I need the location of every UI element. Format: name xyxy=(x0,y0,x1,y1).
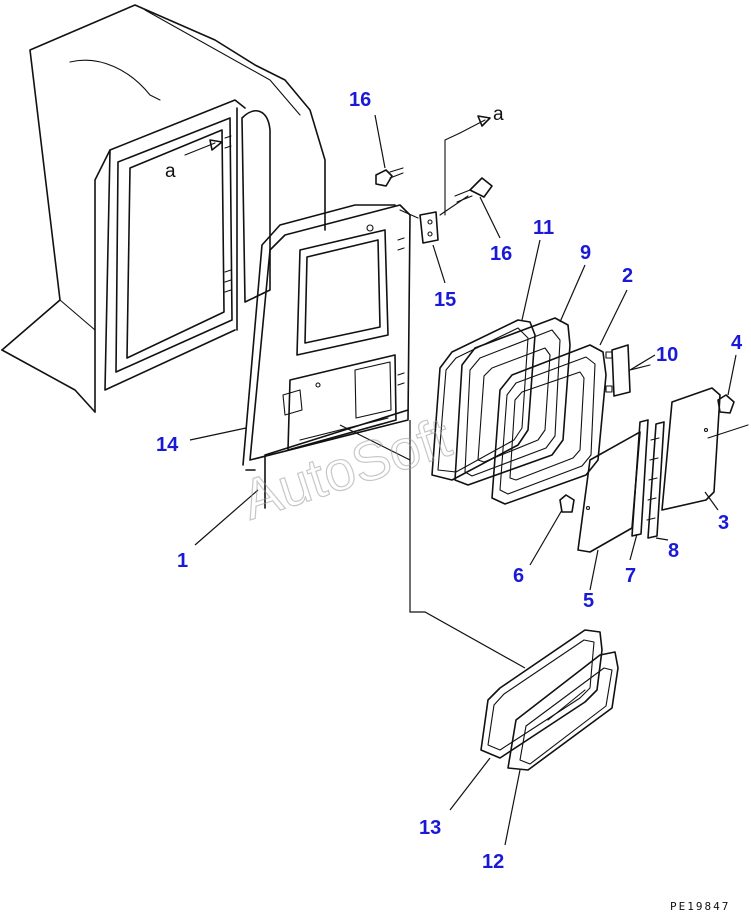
callout-15: 15 xyxy=(434,289,456,311)
callout-6: 6 xyxy=(513,565,524,587)
cab-body xyxy=(1,4,326,413)
callout-14: 14 xyxy=(156,434,179,456)
callout-16-top: 16 xyxy=(349,89,371,111)
callout-16-bottom: 16 xyxy=(490,243,512,265)
callout-10: 10 xyxy=(656,344,678,366)
rails xyxy=(631,419,665,539)
callout-5: 5 xyxy=(583,590,594,612)
callout-13: 13 xyxy=(419,817,441,839)
lower-window xyxy=(480,629,619,771)
callout-11: 11 xyxy=(533,217,554,239)
callout-8: 8 xyxy=(668,540,679,562)
view-label-a-left: a xyxy=(165,161,176,182)
callout-4: 4 xyxy=(731,332,743,354)
glass-seal xyxy=(491,344,607,505)
callout-12: 12 xyxy=(482,851,504,873)
fastener-plate xyxy=(605,344,651,397)
callout-9: 9 xyxy=(580,242,591,264)
callout-7: 7 xyxy=(625,565,636,587)
callout-2: 2 xyxy=(622,265,633,287)
callout-3: 3 xyxy=(718,512,729,534)
hinge-and-bolts xyxy=(375,115,493,244)
fixed-glass xyxy=(661,387,721,511)
watermark: AutoSoft xyxy=(234,405,458,531)
frame-seal xyxy=(431,319,536,481)
view-label-a-right: a xyxy=(493,104,504,125)
leader-lines xyxy=(189,114,737,846)
view-arrow xyxy=(184,135,232,293)
sliding-glass xyxy=(559,431,641,553)
drawing-code: PE19847 xyxy=(670,900,730,913)
callout-1: 1 xyxy=(177,550,188,572)
door-assembly xyxy=(242,204,411,509)
catch xyxy=(707,394,749,439)
